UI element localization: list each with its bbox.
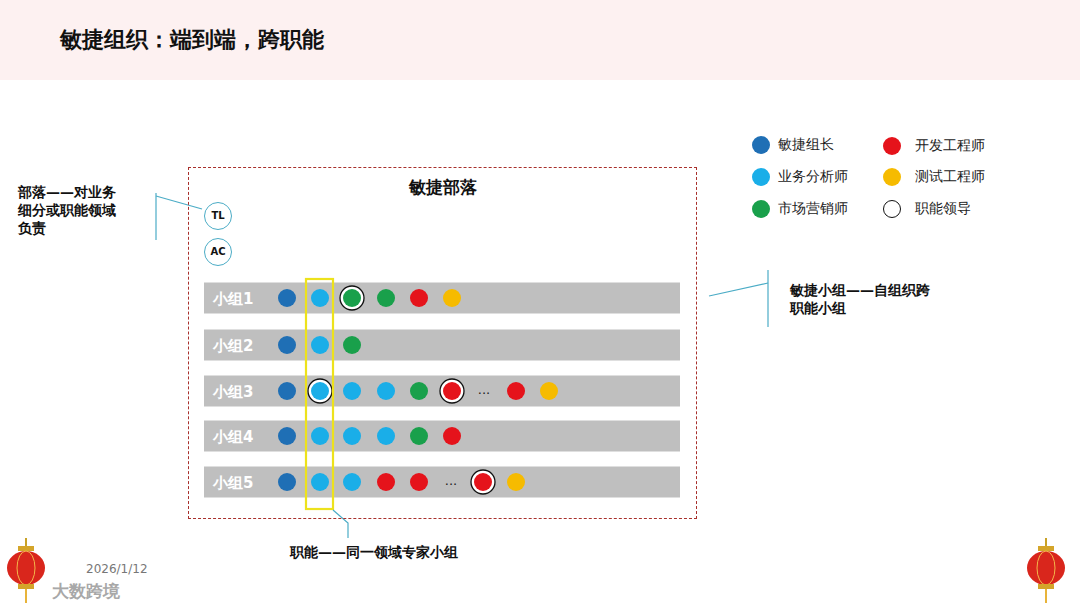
legend-item: 开发工程师: [883, 136, 985, 156]
legend-item: 市场营销师: [752, 199, 848, 219]
member-dot: [278, 382, 296, 400]
leader-line: [333, 510, 348, 538]
legend-swatch: [752, 168, 770, 186]
team-band: 小组2: [205, 331, 681, 362]
member-dot: [540, 382, 558, 400]
team-label: 小组2: [205, 331, 253, 362]
callout-text: 部落——对业务细分或职能领域负责: [18, 183, 122, 237]
legend-swatch: [752, 136, 770, 154]
role-label: TL: [211, 210, 224, 222]
date-stamp: 2026/1/12: [86, 562, 148, 576]
lead-ring: [440, 379, 464, 403]
team-label: 小组3: [205, 377, 253, 408]
member-dot: [343, 289, 361, 307]
lead-ring: [340, 286, 364, 310]
team-label: 小组1: [205, 284, 253, 315]
callout-text: 敏捷小组——自组织跨职能小组: [790, 281, 942, 317]
team-band: 小组1: [205, 284, 681, 315]
legend-swatch: [883, 200, 901, 218]
watermark: 大数跨境: [52, 580, 120, 603]
member-dot: [311, 427, 329, 445]
legend-item: 敏捷组长: [752, 135, 834, 155]
member-dot: [343, 336, 361, 354]
role-label: AC: [210, 246, 225, 258]
legend-text: 职能领导: [915, 200, 971, 218]
member-dot: [507, 382, 525, 400]
leader-line: [155, 193, 156, 240]
ellipsis: ...: [445, 473, 457, 488]
page-title: 敏捷组织：端到端，跨职能: [60, 25, 324, 55]
team-bar: [204, 376, 680, 407]
member-dot: [443, 427, 461, 445]
title-band: [0, 0, 1080, 80]
legend-item: 测试工程师: [883, 167, 985, 187]
legend-text: 敏捷组长: [778, 136, 834, 154]
leader-line: [156, 196, 202, 209]
member-dot: [410, 289, 428, 307]
team-band: 小组5: [205, 468, 681, 499]
member-dot: [474, 473, 492, 491]
member-dot: [377, 382, 395, 400]
member-dot: [278, 289, 296, 307]
legend-text: 市场营销师: [778, 200, 848, 218]
member-dot: [343, 427, 361, 445]
member-dot: [311, 289, 329, 307]
role-circle: AC: [204, 238, 232, 266]
team-band: 小组4: [205, 422, 681, 453]
team-bar: [204, 467, 680, 498]
lantern-right: [1027, 538, 1065, 603]
member-dot: [343, 382, 361, 400]
lantern-left: [7, 538, 45, 603]
member-dot: [311, 473, 329, 491]
member-dot: [278, 473, 296, 491]
member-dot: [410, 382, 428, 400]
legend-swatch: [883, 168, 901, 186]
member-dot: [311, 382, 329, 400]
member-dot: [443, 289, 461, 307]
member-dot: [410, 427, 428, 445]
team-band: 小组3: [205, 377, 681, 408]
member-dots: [278, 286, 558, 494]
member-dot: [507, 473, 525, 491]
member-dot: [311, 336, 329, 354]
team-label: 小组5: [205, 468, 253, 499]
member-dot: [278, 336, 296, 354]
member-dot: [443, 382, 461, 400]
legend-text: 开发工程师: [915, 137, 985, 155]
lead-ring: [471, 470, 495, 494]
legend-item: 业务分析师: [752, 167, 848, 187]
leader-lines: [156, 193, 768, 538]
team-bar: [204, 283, 680, 314]
team-bar: [204, 330, 680, 361]
member-dot: [377, 473, 395, 491]
role-circle: TL: [204, 202, 232, 230]
legend-text: 测试工程师: [915, 168, 985, 186]
team-label: 小组4: [205, 422, 253, 453]
legend-text: 业务分析师: [778, 168, 848, 186]
member-dot: [377, 289, 395, 307]
member-dot: [343, 473, 361, 491]
member-dot: [410, 473, 428, 491]
lead-ring: [308, 379, 332, 403]
legend-swatch: [883, 137, 901, 155]
function-column-box: [306, 279, 333, 509]
callout-text: 职能——同一领域专家小组: [290, 543, 458, 561]
group-bars: [204, 283, 680, 498]
leader-line: [709, 283, 768, 296]
tribe-heading: 敏捷部落: [189, 176, 696, 199]
member-dot: [278, 427, 296, 445]
leader-line: [767, 270, 768, 327]
tribe-box: 敏捷部落 TL AC 小组1 小组2 小组3 小组4 小组5: [188, 167, 697, 519]
team-bar: [204, 421, 680, 452]
legend-swatch: [752, 200, 770, 218]
ellipsis: ...: [478, 382, 490, 397]
legend-item: 职能领导: [883, 199, 971, 219]
member-dot: [377, 427, 395, 445]
